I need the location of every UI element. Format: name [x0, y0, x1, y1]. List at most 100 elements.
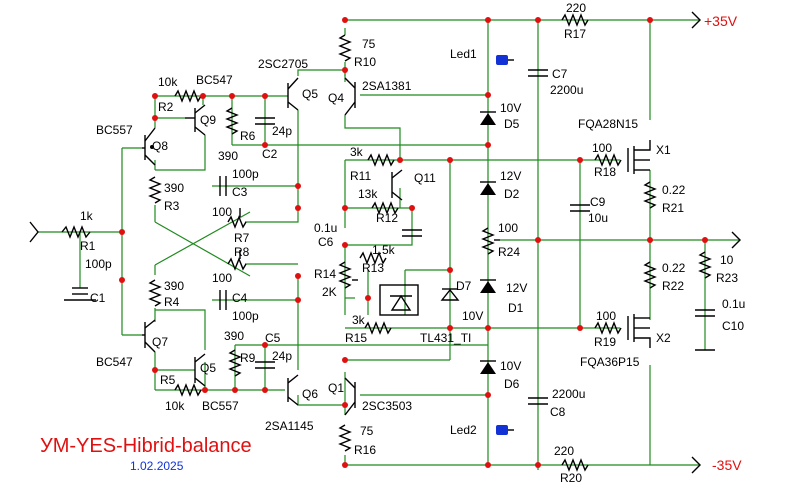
- r19-label: R19: [594, 335, 616, 349]
- r10-label: R10: [354, 55, 376, 69]
- q1-label: Q1: [328, 381, 344, 395]
- r16-label: R16: [354, 443, 376, 457]
- c6-value: 0.1u: [314, 221, 337, 235]
- c1-value: 100p: [85, 257, 112, 271]
- r14-label: R14: [314, 267, 336, 281]
- q9-label: Q9: [200, 113, 216, 127]
- r24-value: 100: [498, 221, 518, 235]
- r1-value: 1k: [80, 209, 94, 223]
- c8-value: 2200u: [552, 387, 585, 401]
- d7-value: 10V: [462, 309, 483, 323]
- x1-type: FQA28N15: [578, 117, 638, 131]
- r3-label: R3: [164, 199, 180, 213]
- ic-label: TL431_TI: [420, 331, 471, 345]
- r7-value: 100: [212, 205, 232, 219]
- schematic-title: УМ-YES-Hibrid-balance: [40, 435, 252, 457]
- c6-label: C6: [318, 235, 334, 249]
- r22-value: 0.22: [662, 261, 686, 275]
- r12-value: 13k: [358, 187, 378, 201]
- r18-label: R18: [594, 165, 616, 179]
- r23-label: R23: [716, 271, 738, 285]
- q8-label: Q8: [152, 139, 168, 153]
- r21-value: 0.22: [662, 183, 686, 197]
- r24-label: R24: [498, 245, 520, 259]
- q9-type: BC547: [196, 73, 233, 87]
- d2-label: D2: [504, 187, 520, 201]
- c8-label: C8: [550, 405, 566, 419]
- q6-type: 2SA1145: [265, 419, 314, 433]
- components: [29, 11, 741, 474]
- r10-value: 75: [362, 37, 376, 51]
- r9-value: 390: [224, 329, 244, 343]
- q11-label: Q11: [414, 171, 436, 185]
- q1-type: 2SC3503: [362, 399, 412, 413]
- d5-label: D5: [504, 117, 520, 131]
- r2-label: R2: [158, 100, 174, 114]
- junctions: [119, 17, 708, 468]
- c2-label: C2: [262, 147, 278, 161]
- c10-value: 0.1u: [722, 297, 745, 311]
- r5-label: R5: [160, 373, 176, 387]
- q4-type: 2SA1381: [362, 79, 412, 93]
- r8-label: R8: [234, 245, 250, 259]
- q5b-label: Q5: [200, 361, 216, 375]
- r11-value: 3k: [350, 145, 364, 159]
- q8-type: BC557: [96, 123, 133, 137]
- d7-label: D7: [456, 279, 472, 293]
- r20-label: R20: [560, 471, 582, 485]
- r2-value: 10k: [158, 75, 178, 89]
- labels: 1k R1 100p C1 10k BC547 R2 Q9 BC557 Q8 3…: [40, 1, 745, 485]
- q4-label: Q4: [328, 91, 344, 105]
- c2-value: 24p: [272, 124, 292, 138]
- r5-value: 10k: [165, 399, 185, 413]
- r8-value: 100: [212, 271, 232, 285]
- c7-label: C7: [552, 67, 568, 81]
- d1-label: D1: [508, 301, 524, 315]
- led1-label: Led1: [450, 47, 477, 61]
- q5-type: 2SC2705: [258, 57, 308, 71]
- c7-value: 2200u: [550, 83, 583, 97]
- r17-label: R17: [564, 27, 586, 41]
- c9-value: 10u: [588, 211, 608, 225]
- r16-value: 75: [360, 424, 374, 438]
- c5-label: C5: [265, 331, 281, 345]
- r13-value: 1.5k: [372, 243, 396, 257]
- x1-label: X1: [656, 143, 671, 157]
- x2-label: X2: [656, 331, 671, 345]
- r14-value: 2K: [322, 285, 337, 299]
- d5-value: 10V: [500, 101, 521, 115]
- supply-positive-label: +35V: [704, 13, 738, 29]
- r6-label: R6: [240, 129, 256, 143]
- r1-label: R1: [80, 239, 96, 253]
- d1-value: 12V: [506, 281, 527, 295]
- r6-value: 390: [218, 149, 238, 163]
- schematic-date: 1.02.2025: [130, 459, 184, 473]
- c4-value: 100p: [232, 309, 259, 323]
- r19-value: 100: [596, 309, 616, 323]
- r4-value: 390: [164, 279, 184, 293]
- r18-value: 100: [592, 141, 612, 155]
- r4-label: R4: [164, 295, 180, 309]
- q6-label: Q6: [302, 387, 318, 401]
- r21-label: R21: [662, 201, 684, 215]
- c3-value: 100p: [232, 167, 259, 181]
- led2-label: Led2: [450, 423, 477, 437]
- q7-type: BC547: [96, 355, 133, 369]
- c1-label: C1: [90, 291, 106, 305]
- r17-value: 220: [566, 1, 586, 15]
- r12-label: R12: [376, 211, 398, 225]
- d6-value: 10V: [500, 359, 521, 373]
- supply-negative-label: -35V: [712, 457, 742, 473]
- q5b-type: BC557: [202, 399, 239, 413]
- c3-label: C3: [232, 185, 248, 199]
- c9-label: C9: [590, 195, 606, 209]
- r20-value: 220: [554, 444, 574, 458]
- r23-value: 10: [720, 253, 734, 267]
- r11-label: R11: [350, 169, 371, 183]
- r3-value: 390: [164, 181, 184, 195]
- q7-label: Q7: [152, 335, 168, 349]
- x2-type: FQA36P15: [580, 355, 640, 369]
- d6-label: D6: [504, 377, 520, 391]
- c4-label: C4: [232, 291, 248, 305]
